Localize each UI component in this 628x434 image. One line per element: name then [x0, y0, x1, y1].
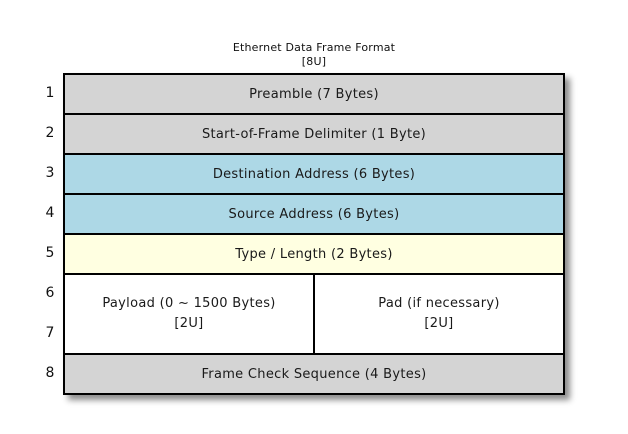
frame-row-fcs: Frame Check Sequence (4 Bytes)	[65, 353, 563, 393]
frame-row-sfd: Start-of-Frame Delimiter (1 Byte)	[65, 113, 563, 153]
frame-cell-payload: Payload (0 ~ 1500 Bytes) [2U]	[65, 275, 313, 353]
frame-row-source-address: Source Address (6 Bytes)	[65, 193, 563, 233]
frame-row-preamble-label: Preamble (7 Bytes)	[249, 86, 379, 102]
frame-row-payload-pad: Payload (0 ~ 1500 Bytes) [2U] Pad (if ne…	[65, 273, 563, 353]
row-number-6: 6	[45, 285, 55, 301]
row-number-column: 1 2 3 4 5 6 7 8	[38, 73, 62, 393]
frame-cell-payload-units: [2U]	[174, 316, 204, 331]
row-number-8: 8	[45, 365, 55, 381]
frame-row-preamble: Preamble (7 Bytes)	[65, 75, 563, 113]
row-number-4: 4	[45, 205, 55, 221]
diagram-subtitle: [8U]	[301, 55, 327, 68]
frame-row-sfd-label: Start-of-Frame Delimiter (1 Byte)	[201, 126, 427, 142]
diagram-title: Ethernet Data Frame Format	[232, 41, 396, 54]
frame-cell-pad: Pad (if necessary) [2U]	[313, 275, 563, 353]
frame-cell-pad-units: [2U]	[424, 316, 454, 331]
frame-row-destination-address-label: Destination Address (6 Bytes)	[212, 166, 416, 182]
row-number-2: 2	[45, 125, 55, 141]
row-number-3: 3	[45, 165, 55, 181]
frame-cell-payload-label: Payload (0 ~ 1500 Bytes)	[102, 296, 276, 311]
row-number-1: 1	[45, 85, 55, 101]
row-number-5: 5	[45, 245, 55, 261]
row-number-7: 7	[45, 325, 55, 341]
frame-row-destination-address: Destination Address (6 Bytes)	[65, 153, 563, 193]
frame-row-source-address-label: Source Address (6 Bytes)	[228, 206, 400, 222]
frame-row-type-length-label: Type / Length (2 Bytes)	[235, 246, 393, 262]
frame-format-table: Preamble (7 Bytes) Start-of-Frame Delimi…	[63, 73, 565, 395]
frame-row-fcs-label: Frame Check Sequence (4 Bytes)	[201, 366, 427, 382]
diagram-title-block: Ethernet Data Frame Format [8U]	[0, 41, 628, 69]
frame-row-type-length: Type / Length (2 Bytes)	[65, 233, 563, 273]
frame-cell-pad-label: Pad (if necessary)	[378, 296, 500, 311]
